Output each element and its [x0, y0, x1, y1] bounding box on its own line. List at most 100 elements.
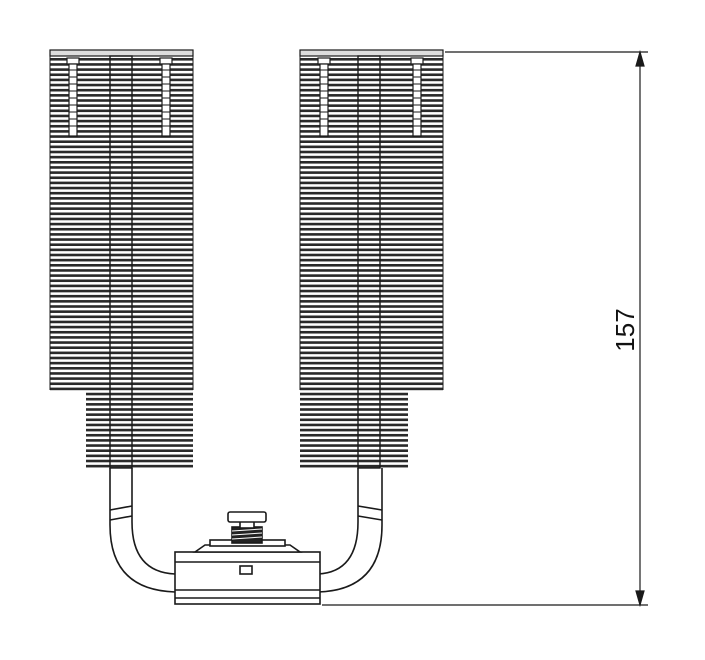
cooling-fin [50, 248, 193, 252]
cooling-fin [300, 279, 443, 283]
cooling-fin [50, 320, 193, 324]
cooling-fin [300, 284, 443, 288]
cooling-fin [300, 439, 408, 442]
cooling-fin [300, 464, 408, 468]
cooling-fin [50, 78, 193, 82]
cooling-fin [50, 238, 193, 241]
cooling-fin [300, 346, 443, 349]
cooling-fin [50, 109, 193, 113]
cooling-fin [300, 444, 408, 447]
cooling-fin [300, 212, 443, 216]
cooling-fin [50, 83, 193, 87]
cooling-fin [300, 161, 443, 164]
cooling-fin [50, 181, 193, 185]
cooling-fin [86, 454, 193, 458]
cooling-fin [300, 294, 443, 298]
cooling-fin [50, 289, 193, 293]
cooling-fin [300, 382, 443, 386]
cooling-fin [50, 372, 193, 375]
cooling-fin [300, 253, 443, 257]
cooling-fin [50, 58, 193, 61]
cooling-fin [50, 227, 193, 231]
cooling-fin [300, 372, 443, 375]
cooling-fin [300, 403, 408, 406]
cooling-fin [86, 464, 193, 468]
cooling-fin [50, 315, 193, 319]
cooling-fin [86, 423, 193, 427]
cooling-fin [300, 454, 408, 458]
cooling-fin [300, 248, 443, 252]
cooling-fin [300, 392, 408, 396]
bolt-shaft [319, 63, 329, 137]
cooling-fin [50, 176, 193, 180]
dimension-height-label: 157 [610, 308, 640, 351]
cooling-fin [300, 330, 443, 334]
cooling-fin [50, 99, 193, 102]
heatpipe-channel [109, 55, 133, 469]
cooling-fin [300, 377, 443, 380]
cooling-fin [300, 397, 408, 401]
cooling-fin [50, 387, 193, 391]
cooling-fin [300, 264, 443, 267]
cooling-fin [86, 418, 193, 422]
cooling-fin [50, 155, 193, 159]
cooling-fin [300, 58, 443, 61]
right-fin-stack [299, 49, 444, 469]
bolt-head [317, 57, 331, 65]
cooling-fin [50, 258, 193, 262]
cooling-fin [300, 238, 443, 241]
cooling-fin [300, 130, 443, 133]
cooling-fin [300, 155, 443, 159]
cooling-fin [50, 150, 193, 154]
cooling-fin [86, 392, 193, 396]
left-fin-stack [49, 49, 194, 469]
cooling-fin [300, 63, 443, 66]
cooling-fin [300, 181, 443, 185]
cooling-fin [50, 361, 193, 365]
bolt-head [66, 57, 80, 65]
cooling-fin [50, 356, 193, 360]
cooling-fin [300, 341, 443, 344]
cooling-fin [300, 449, 408, 452]
cooling-fin [300, 433, 408, 437]
cooling-fin [50, 68, 193, 71]
cooling-fin [300, 88, 443, 92]
cooling-fin [300, 207, 443, 210]
cooling-fin [50, 310, 193, 313]
cooling-fin [86, 408, 193, 411]
cooling-fin [50, 166, 193, 169]
cooling-fin [300, 197, 443, 200]
cooling-fin [50, 325, 193, 329]
cooling-fin [50, 367, 193, 370]
cooling-fin [50, 88, 193, 92]
cooling-fin [50, 140, 193, 143]
cooling-fin [50, 135, 193, 138]
arrow-bottom-icon [635, 590, 645, 608]
cooling-fin [50, 341, 193, 344]
cooling-fin [300, 94, 443, 97]
cooling-fin [50, 377, 193, 380]
cooling-fin [50, 264, 193, 267]
cooling-fin [300, 109, 443, 113]
cooling-fin [86, 439, 193, 442]
cooling-fin [50, 171, 193, 174]
bolt-head [410, 57, 424, 65]
cooling-fin [86, 433, 193, 437]
cooling-fin [50, 145, 193, 149]
cooling-fin [50, 346, 193, 349]
cooling-fin [50, 284, 193, 288]
cooling-fin [300, 99, 443, 102]
cooling-fin [300, 171, 443, 174]
cooling-fin [86, 444, 193, 447]
cooling-fin [300, 387, 443, 391]
cooling-fin [50, 217, 193, 221]
cooling-fin [50, 269, 193, 272]
cooling-fin [300, 413, 408, 416]
cooling-fin [50, 161, 193, 164]
cooling-fin [300, 119, 443, 123]
cooling-fin [86, 449, 193, 452]
cooling-fin [300, 336, 443, 339]
cooling-fin [50, 305, 193, 308]
cooling-fin [300, 300, 443, 303]
cooling-fin [300, 367, 443, 370]
